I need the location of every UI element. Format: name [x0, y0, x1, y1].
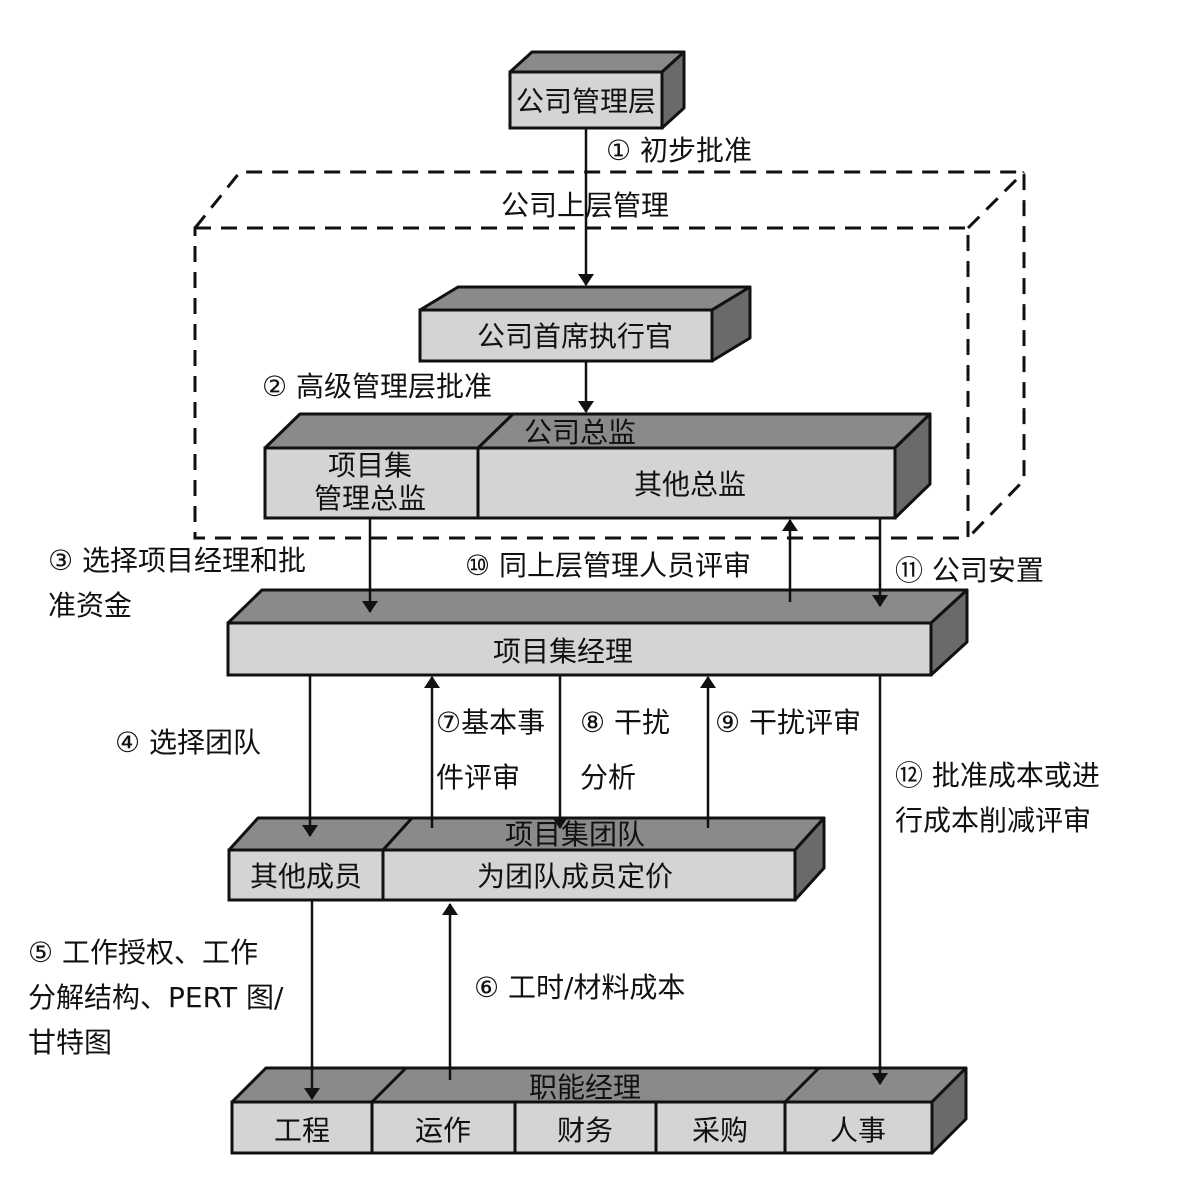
top-management-box: 公司管理层 [508, 50, 686, 130]
step7-label-2: 件评审 [436, 761, 520, 794]
function-operations: 运作 [415, 1114, 471, 1147]
function-procurement: 采购 [692, 1114, 748, 1147]
ceo-box: 公司首席执行官 [418, 285, 752, 363]
program-team-box: 项目集团队 其他成员 为团队成员定价 [227, 816, 826, 902]
step8-label-2: 分析 [580, 761, 636, 794]
functional-managers-title: 职能经理 [529, 1071, 641, 1104]
other-directors-label: 其他总监 [634, 468, 746, 501]
step3-label-1: ③ 选择项目经理和批 [48, 544, 306, 577]
upper-management-region [193, 170, 1026, 540]
step3-label-2: 准资金 [48, 589, 132, 622]
step12-label-2: 行成本削减评审 [895, 804, 1091, 837]
program-team-title: 项目集团队 [505, 818, 645, 851]
step8-label-1: ⑧ 干扰 [580, 706, 670, 739]
step4-label: ④ 选择团队 [115, 726, 261, 759]
directors-box: 公司总监 项目集 管理总监 其他总监 [263, 412, 932, 520]
function-finance: 财务 [557, 1114, 613, 1147]
program-director-label-2: 管理总监 [314, 482, 426, 515]
program-manager-label: 项目集经理 [493, 635, 633, 668]
step2-label: ② 高级管理层批准 [262, 370, 492, 403]
directors-title: 公司总监 [524, 416, 636, 449]
other-members-label: 其他成员 [250, 860, 362, 893]
program-director-label-1: 项目集 [328, 449, 412, 482]
step5-label-2: 分解结构、PERT 图/ [28, 981, 284, 1014]
step5-label-3: 甘特图 [28, 1026, 112, 1059]
step6-label: ⑥ 工时/材料成本 [474, 971, 685, 1004]
program-manager-box: 项目集经理 [226, 588, 969, 677]
step11-label: ⑪ 公司安置 [895, 554, 1044, 587]
function-hr: 人事 [830, 1114, 886, 1147]
pricing-label: 为团队成员定价 [477, 860, 673, 893]
function-engineering: 工程 [274, 1114, 330, 1147]
step12-label-1: ⑫ 批准成本或进 [895, 759, 1100, 792]
ceo-label: 公司首席执行官 [477, 320, 673, 353]
step1-label: ① 初步批准 [606, 134, 752, 167]
step10-label: ⑩ 同上层管理人员评审 [465, 549, 751, 582]
functional-managers-box: 职能经理 工程 运作 财务 采购 人事 [230, 1066, 968, 1155]
step5-label-1: ⑤ 工作授权、工作 [28, 936, 258, 969]
step9-label: ⑨ 干扰评审 [715, 706, 861, 739]
step7-label-1: ⑦基本事 [436, 706, 545, 739]
top-management-label: 公司管理层 [516, 85, 656, 118]
